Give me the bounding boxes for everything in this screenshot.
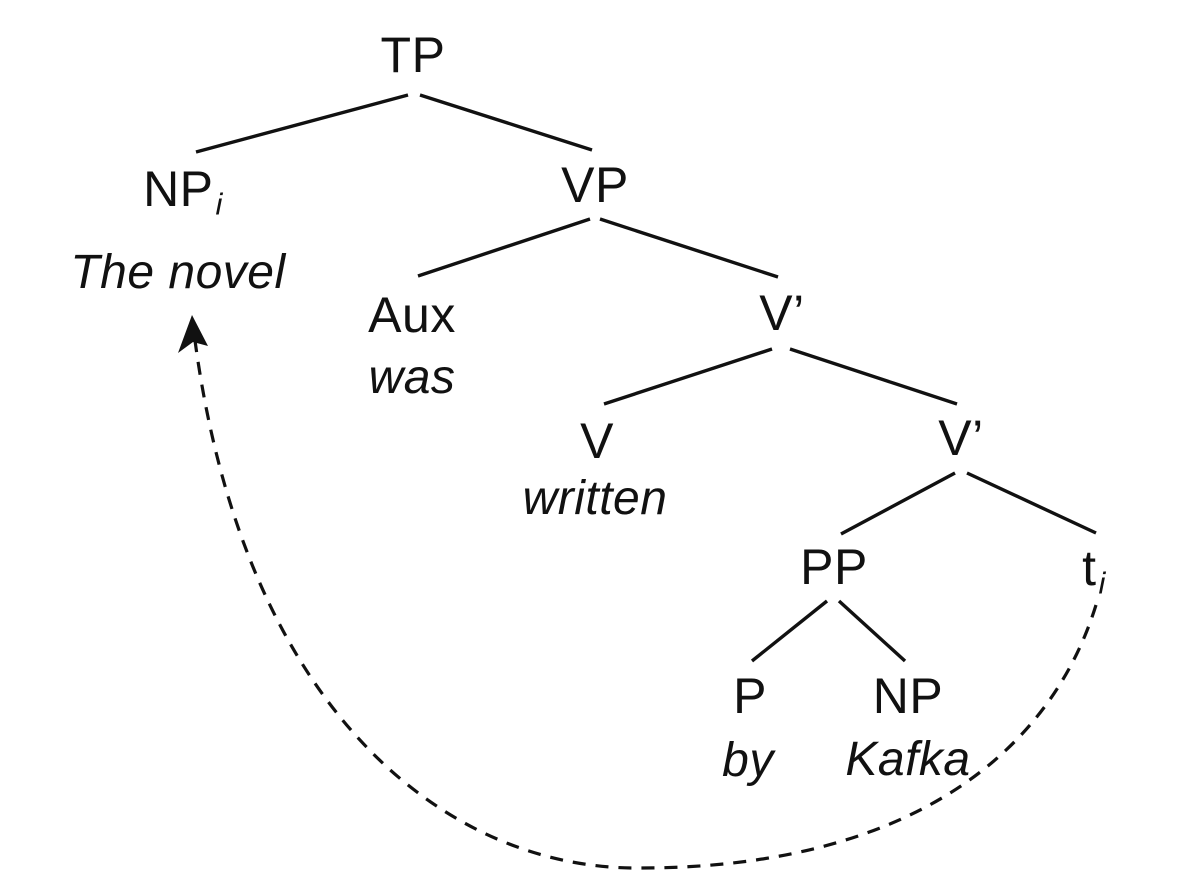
- tree-node-vp: VP: [561, 160, 629, 210]
- edge-vbar-2-trace: [966, 471, 1097, 535]
- node-label: The novel: [70, 246, 286, 299]
- edge-pp-p: [750, 599, 829, 663]
- edge-pp-np-object: [837, 599, 907, 663]
- tree-node-by: by: [722, 737, 774, 785]
- tree-node-p: P: [733, 671, 767, 721]
- node-label: NP: [143, 161, 214, 217]
- tree-node-np-subject: NPi: [143, 161, 223, 220]
- node-label: PP: [800, 539, 868, 595]
- node-label: VP: [561, 157, 629, 213]
- edge-vbar-1-vbar-2: [789, 347, 958, 406]
- edge-tp-vp: [419, 93, 593, 152]
- node-label: Aux: [368, 287, 456, 343]
- tree-node-np-object: NP: [873, 671, 943, 721]
- tree-node-tp: TP: [381, 30, 446, 80]
- node-label: P: [733, 668, 767, 724]
- movement-arrowhead-icon: [178, 315, 208, 353]
- node-label: by: [722, 734, 774, 787]
- tree-node-vbar-1: V’: [759, 288, 804, 338]
- node-label: Kafka: [845, 733, 971, 786]
- movement-arrow-trace-to-np-subject: [192, 332, 1098, 870]
- edge-vbar-2-pp: [840, 471, 956, 536]
- node-label: V’: [938, 410, 984, 466]
- edge-vbar-1-v: [603, 347, 773, 406]
- node-label: TP: [380, 27, 446, 83]
- tree-node-v: V: [580, 416, 614, 466]
- tree-node-written: written: [523, 475, 668, 523]
- node-label: t: [1082, 540, 1097, 596]
- node-label: V’: [759, 285, 805, 341]
- tree-node-kafka: Kafka: [845, 736, 970, 784]
- tree-node-the-novel: The novel: [70, 249, 285, 297]
- edge-vp-vbar-1: [599, 217, 779, 279]
- tree-node-trace: ti: [1082, 540, 1106, 599]
- node-label: V: [580, 413, 614, 469]
- tree-node-was: was: [369, 354, 456, 402]
- node-label: was: [368, 351, 456, 404]
- node-subscript: i: [1098, 565, 1106, 601]
- edge-tp-np-subject: [195, 93, 409, 154]
- tree-node-vbar-2: V’: [938, 413, 983, 463]
- edge-vp-aux: [417, 217, 591, 278]
- tree-node-pp: PP: [800, 542, 868, 592]
- node-subscript: i: [215, 186, 223, 222]
- node-label: NP: [872, 668, 944, 724]
- tree-node-aux: Aux: [368, 290, 456, 340]
- node-label: written: [522, 472, 668, 525]
